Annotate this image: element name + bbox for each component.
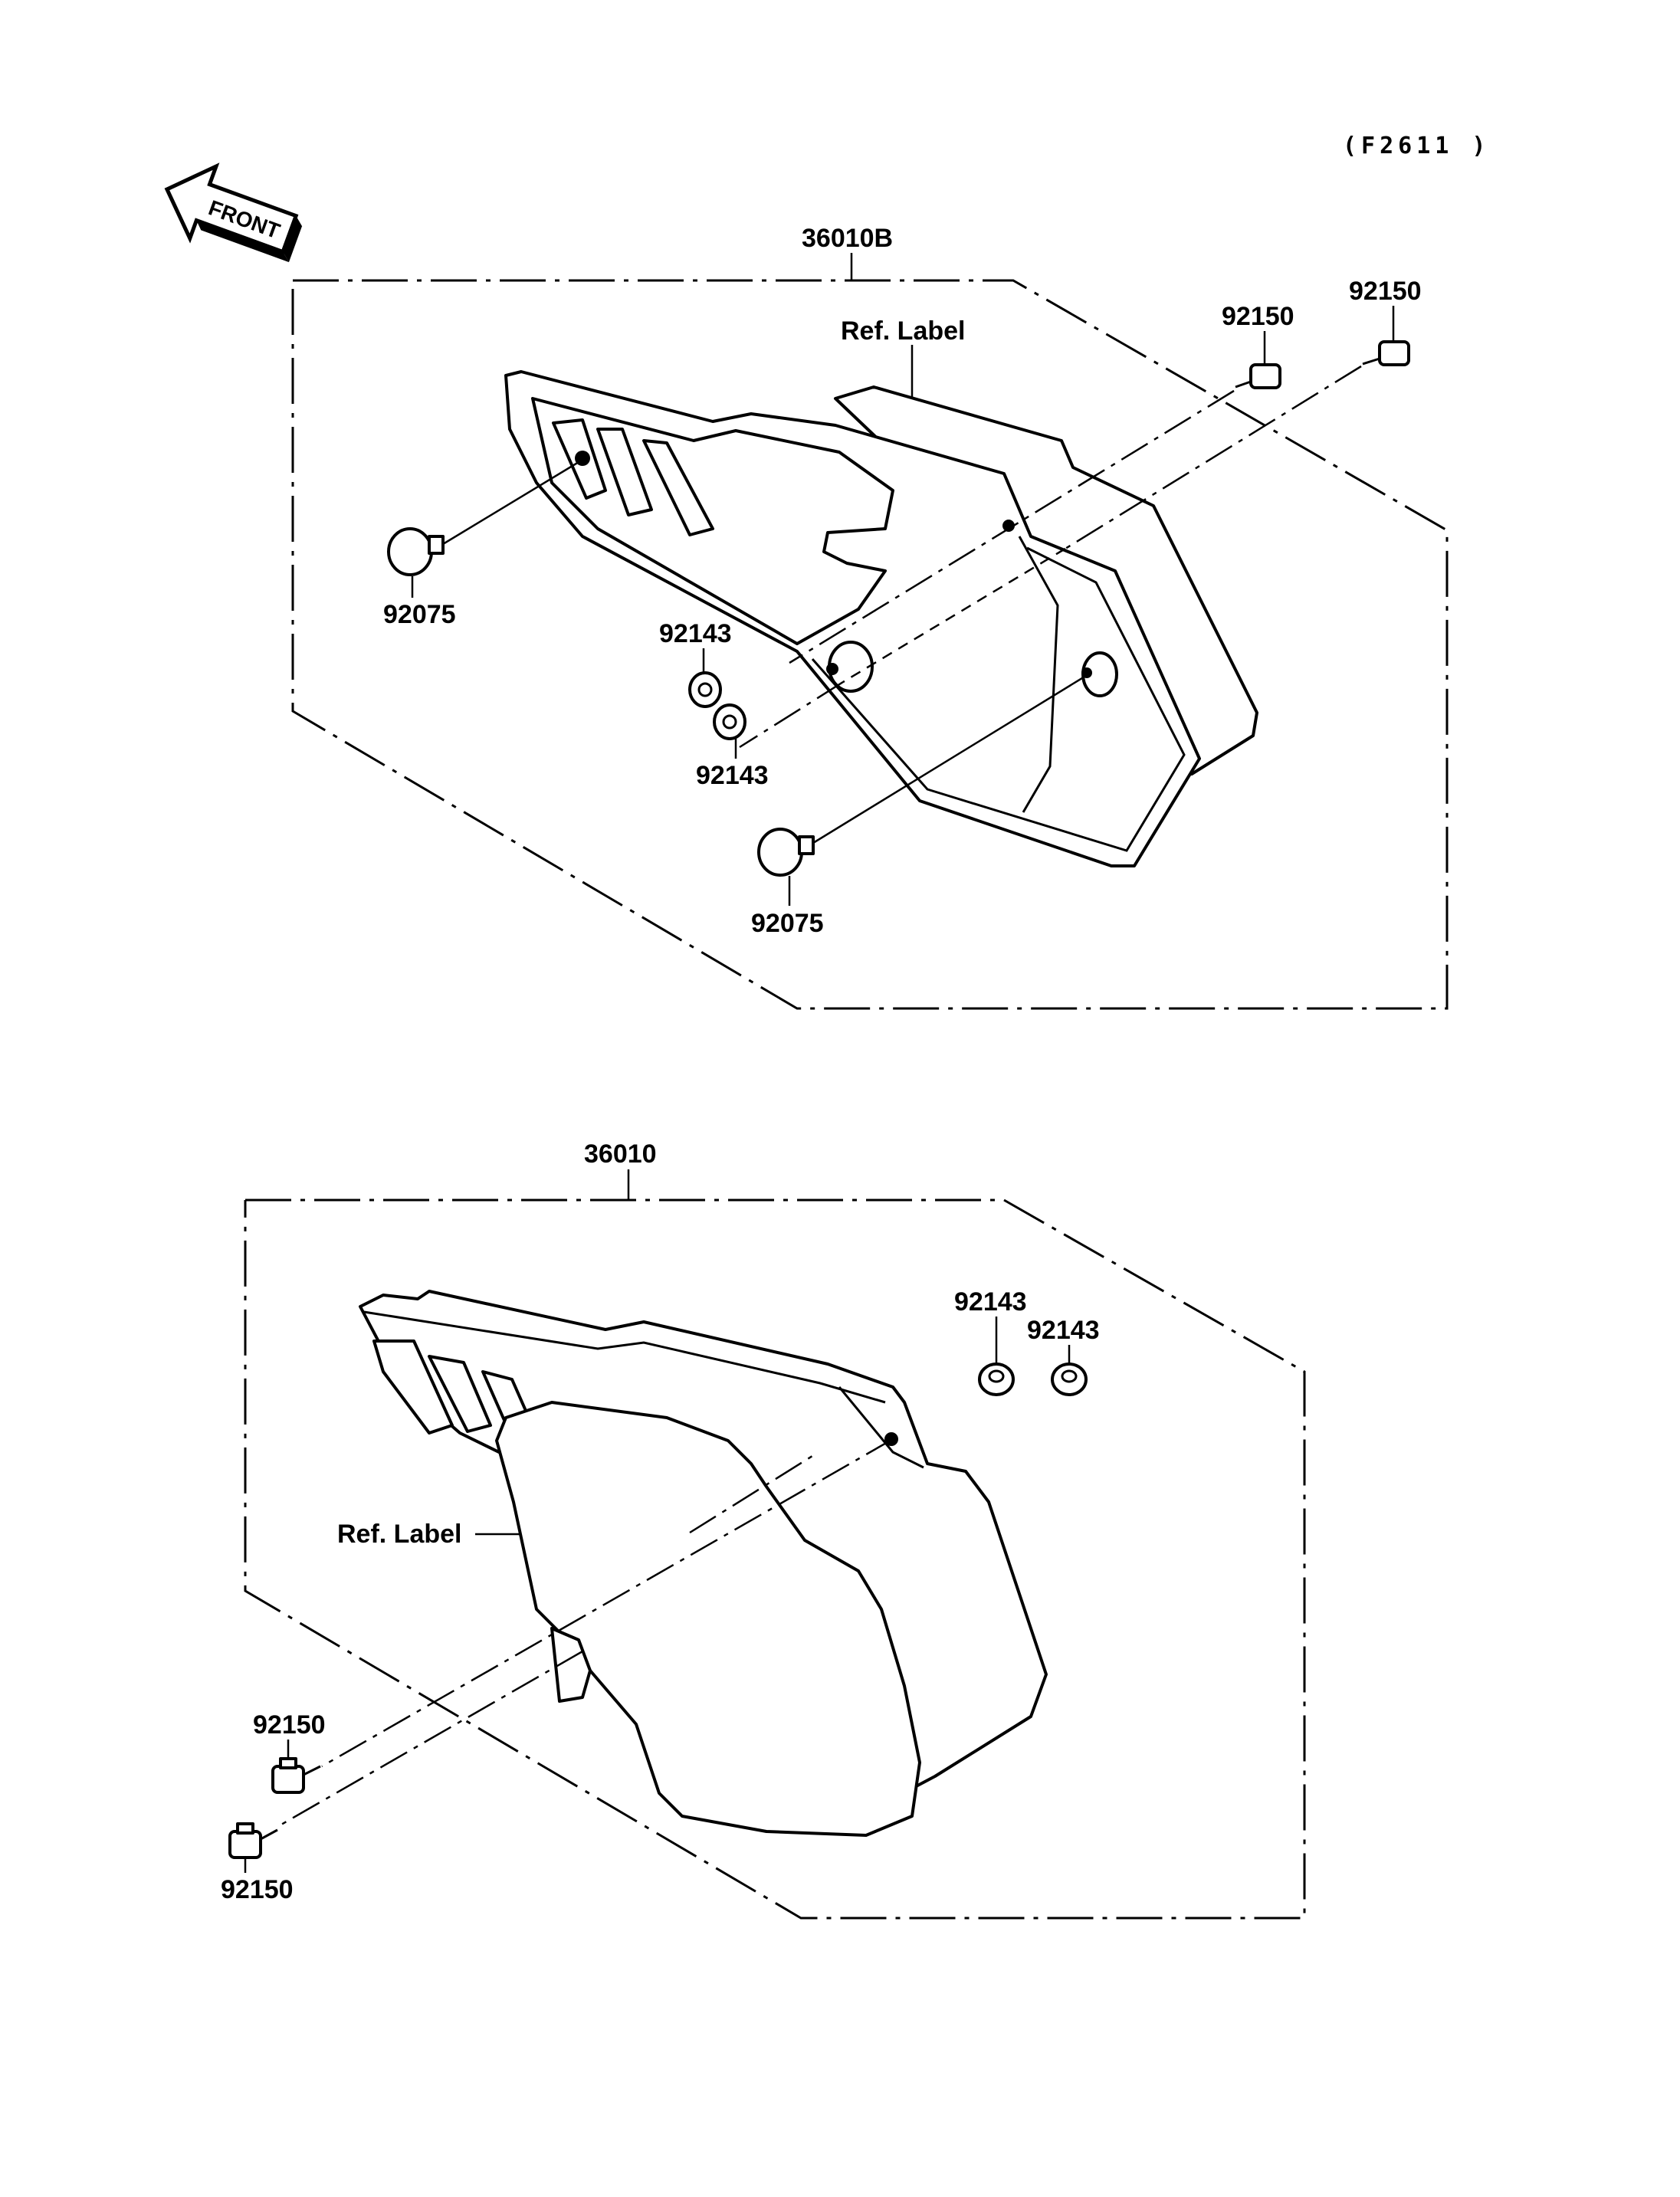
- upper-louver-3: [642, 439, 714, 536]
- upper-bolt-b-icon: [1362, 340, 1410, 366]
- upper-collar-b-number: 92143: [696, 761, 769, 790]
- lower-ref-label: Ref. Label: [337, 1520, 461, 1549]
- upper-grommet-lower-icon: [757, 828, 815, 877]
- lower-louver-1: [372, 1340, 454, 1435]
- lower-ref-label-plate: [495, 1401, 921, 1837]
- front-arrow-icon: FRONT: [164, 162, 303, 263]
- upper-grommet-lower-number: 92075: [751, 909, 824, 938]
- upper-collar-b-icon: [713, 703, 746, 740]
- upper-bolt-a-number: 92150: [1222, 302, 1294, 331]
- upper-collar-a-number: 92143: [659, 619, 732, 648]
- lower-bolt-b-number: 92150: [221, 1875, 294, 1904]
- upper-grommet-upper-number: 92075: [383, 600, 456, 629]
- lower-bolt-a-number: 92150: [253, 1710, 326, 1740]
- lower-assembly: 36010 Ref. Label 92143 92143: [221, 1139, 1306, 1920]
- lower-assembly-number: 36010: [584, 1139, 657, 1169]
- lower-collar-a-number: 92143: [954, 1287, 1027, 1317]
- lower-collar-b-number: 92143: [1027, 1316, 1100, 1345]
- upper-ref-label: Ref. Label: [841, 316, 965, 346]
- lower-bolt-a-icon: [271, 1757, 321, 1794]
- lower-bolt-b-icon: [228, 1822, 278, 1859]
- upper-assembly: 36010B Ref. Label: [291, 224, 1449, 1010]
- lower-collar-a-icon: [978, 1362, 1015, 1396]
- lower-louver-2: [428, 1355, 492, 1433]
- upper-bolt-b-number: 92150: [1349, 277, 1422, 306]
- diagram-code: (F2611 ): [1343, 133, 1491, 159]
- upper-bolt-a-icon: [1235, 363, 1281, 389]
- upper-louver-2: [596, 428, 653, 516]
- upper-collar-a-icon: [688, 671, 722, 708]
- lower-collar-b-icon: [1051, 1362, 1088, 1396]
- upper-assembly-number: 36010B: [802, 224, 893, 253]
- upper-grommet-upper-icon: [387, 527, 445, 576]
